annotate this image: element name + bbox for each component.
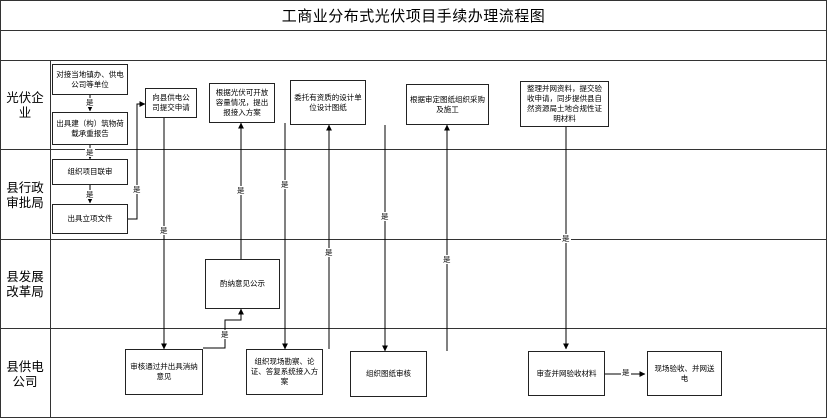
node-contact-local-units: 对接当地镇办、供电公司等单位 [52, 64, 128, 95]
edge-label-yes: 是 [236, 186, 246, 195]
node-review-acceptance-materials: 审查并网验收材料 [528, 351, 605, 396]
node-project-approval-document: 出具立项文件 [52, 204, 128, 234]
node-drawing-review: 组织图纸审核 [350, 351, 427, 397]
edge-label-yes: 是 [159, 226, 169, 235]
node-submit-application: 向县供电公司提交申请 [145, 88, 197, 118]
edge-label-yes: 是 [621, 368, 631, 377]
lane-label-development-bureau: 县发展改革局 [6, 269, 44, 299]
node-commission-design: 委托有资质的设计单位设计图纸 [290, 80, 366, 125]
lane-label-power-supply: 县供电公司 [6, 358, 44, 389]
node-grid-acceptance-materials: 整理并网资料，提交验收申请，同步提供县自然资源局土地合规性证明材料 [520, 81, 609, 127]
edge-label-yes: 是 [280, 180, 290, 189]
node-consumption-opinion: 审核通过并出具消纳意见 [125, 349, 203, 395]
lane-label-approval-bureau: 县行政审批局 [6, 179, 44, 210]
edge-label-yes: 是 [442, 255, 452, 264]
lane-label-pv-enterprise: 光伏企业 [6, 90, 44, 120]
edge-label-yes: 是 [561, 234, 571, 243]
node-access-plan: 根据光伏可开放容量情况，提出报接入方案 [209, 83, 275, 123]
node-opinion-publicity: 酌纳意见公示 [205, 259, 280, 309]
edge-label-yes: 是 [324, 248, 334, 257]
node-procurement-construction: 根据审定图纸组织采购及施工 [406, 84, 489, 125]
edge-label-yes: 是 [85, 190, 95, 199]
page-title: 工商业分布式光伏项目手续办理流程图 [281, 7, 546, 25]
node-load-bearing-report: 出具建（构）筑物荷载承重报告 [52, 112, 128, 145]
edge-label-yes: 是 [132, 185, 142, 194]
node-site-survey: 组织现场勘察、论证、答复系统接入方案 [246, 349, 323, 395]
edge-label-yes: 是 [380, 212, 390, 221]
edge-label-yes: 是 [85, 98, 95, 107]
node-site-acceptance-grid-connection: 现场验收、并网送电 [647, 351, 722, 396]
node-joint-review: 组织项目联审 [52, 159, 128, 185]
edge-label-yes: 是 [220, 330, 230, 339]
edge-label-yes: 是 [85, 148, 95, 157]
